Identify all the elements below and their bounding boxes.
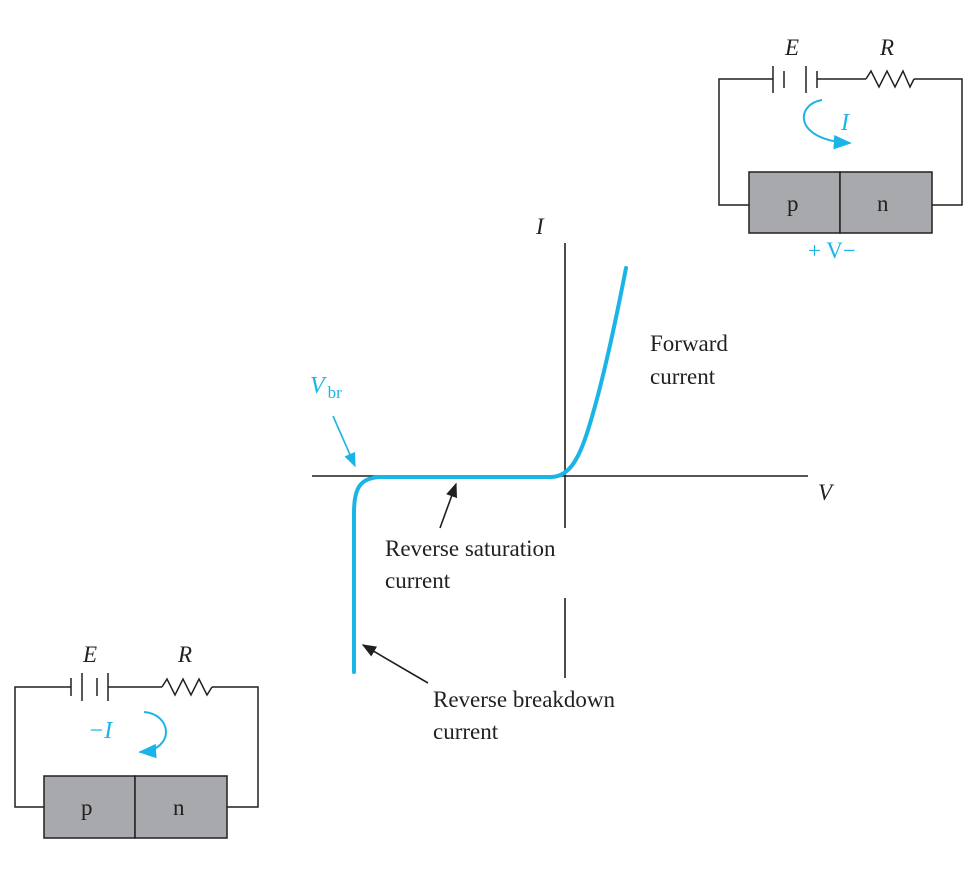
forward-voltage-label: + V−: [808, 238, 856, 263]
iv-curve: [352, 266, 628, 674]
reverse-circuit-wire-right: [212, 686, 259, 808]
reverse-battery-icon: [70, 673, 109, 701]
forward-circuit-wire-right: [914, 78, 963, 206]
forward-current-arrow: [802, 99, 852, 150]
reverse-p-label: p: [81, 795, 93, 820]
breakdown-voltage-arrow: [332, 415, 356, 468]
reverse-bias-circuit: E R −I p n: [14, 642, 259, 839]
forward-junction-n: [839, 171, 933, 234]
reverse-source-label: E: [82, 642, 97, 667]
reverse-circuit-wire: [14, 686, 71, 808]
forward-source-label: E: [784, 35, 799, 60]
reverse-resistor-label: R: [177, 642, 192, 667]
forward-p-label: p: [787, 191, 799, 216]
breakdown-arrow: [361, 644, 429, 684]
reverse-n-label: n: [173, 795, 185, 820]
reverse-breakdown-label: Reverse breakdown current: [433, 687, 621, 744]
forward-battery-icon: [772, 66, 818, 93]
saturation-arrow: [439, 482, 457, 529]
forward-resistor-icon: [865, 69, 915, 89]
forward-circuit-wire: [718, 78, 773, 206]
reverse-current-arrow: [138, 711, 167, 759]
reverse-current-label: −I: [88, 718, 113, 744]
forward-current-label: Forward current: [650, 331, 734, 389]
x-axis-label: V: [818, 480, 835, 505]
reverse-junction-n: [134, 775, 228, 839]
forward-current-label: I: [840, 110, 850, 136]
y-axis-label: I: [535, 214, 545, 239]
forward-n-label: n: [877, 191, 889, 216]
reverse-resistor-icon: [161, 677, 213, 697]
forward-bias-circuit: E R I p n + V−: [718, 35, 963, 263]
reverse-saturation-label: Reverse saturation current: [385, 536, 561, 593]
forward-resistor-label: R: [879, 35, 894, 60]
forward-junction-p: [748, 171, 841, 234]
